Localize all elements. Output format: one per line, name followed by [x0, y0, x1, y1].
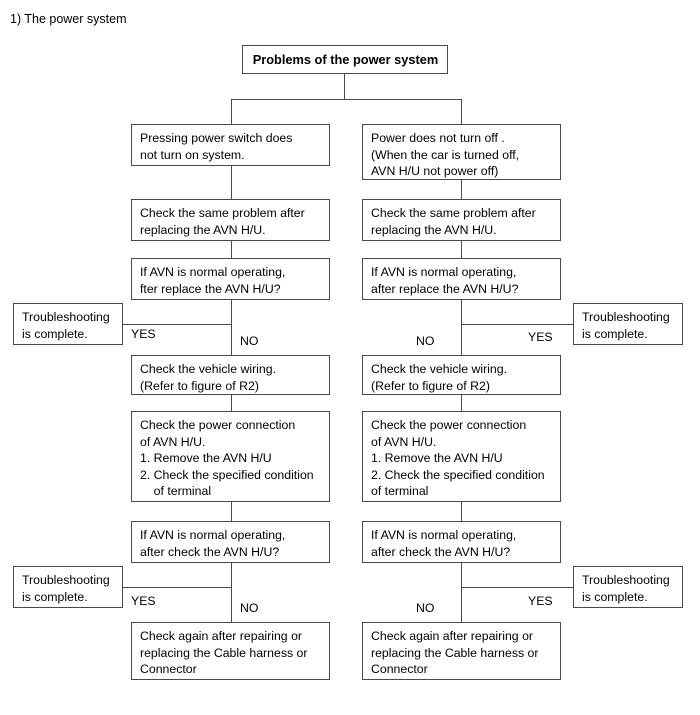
- left-node-decision-after-replace: If AVN is normal operating, fter replace…: [131, 258, 330, 300]
- connector-title-stem: [344, 74, 345, 99]
- right-node-troubleshooting-complete-1: Troubleshooting is complete.: [573, 303, 683, 345]
- connector-split-right-drop: [461, 99, 462, 124]
- left-node-check-same-problem: Check the same problem after replacing t…: [131, 199, 330, 241]
- right-connector-replace-to-decision: [461, 241, 462, 258]
- left-node-symptom: Pressing power switch does not turn on s…: [131, 124, 330, 166]
- right-connector-decision2-no: [461, 563, 462, 622]
- page-heading: 1) The power system: [10, 12, 127, 26]
- right-node-check-vehicle-wiring: Check the vehicle wiring. (Refer to figu…: [362, 355, 561, 395]
- left-node-check-power-connection: Check the power connection of AVN H/U. 1…: [131, 411, 330, 502]
- right-connector-decision2-yes: [461, 587, 573, 588]
- right-edge-label-no-1: NO: [416, 334, 435, 348]
- right-node-check-power-connection: Check the power connection of AVN H/U. 1…: [362, 411, 561, 502]
- right-connector-decision1-no: [461, 300, 462, 355]
- left-connector-replace-to-decision: [231, 241, 232, 258]
- left-connector-decision1-yes: [123, 324, 232, 325]
- right-connector-wiring-to-power: [461, 395, 462, 411]
- left-node-check-again-after-repairing: Check again after repairing or replacing…: [131, 622, 330, 680]
- left-connector-symptom-to-replace: [231, 166, 232, 199]
- left-node-check-vehicle-wiring: Check the vehicle wiring. (Refer to figu…: [131, 355, 330, 395]
- right-node-decision-after-check: If AVN is normal operating, after check …: [362, 521, 561, 563]
- left-node-troubleshooting-complete-2: Troubleshooting is complete.: [13, 566, 123, 608]
- connector-split-left-drop: [231, 99, 232, 124]
- right-node-check-again-after-repairing: Check again after repairing or replacing…: [362, 622, 561, 680]
- left-connector-power-to-decision2: [231, 502, 232, 521]
- left-connector-decision2-no: [231, 563, 232, 622]
- left-connector-decision1-no: [231, 300, 232, 355]
- right-node-check-same-problem: Check the same problem after replacing t…: [362, 199, 561, 241]
- right-node-symptom: Power does not turn off . (When the car …: [362, 124, 561, 180]
- connector-split-bar: [231, 99, 462, 100]
- left-node-troubleshooting-complete-1: Troubleshooting is complete.: [13, 303, 123, 345]
- left-connector-wiring-to-power: [231, 395, 232, 411]
- right-edge-label-yes-2: YES: [528, 594, 553, 608]
- right-connector-power-to-decision2: [461, 502, 462, 521]
- right-edge-label-yes-1: YES: [528, 330, 553, 344]
- right-connector-symptom-to-replace: [461, 180, 462, 199]
- left-connector-decision2-yes: [123, 587, 232, 588]
- left-node-decision-after-check: If AVN is normal operating, after check …: [131, 521, 330, 563]
- right-connector-decision1-yes: [461, 324, 573, 325]
- left-edge-label-no-1: NO: [240, 334, 259, 348]
- right-node-troubleshooting-complete-2: Troubleshooting is complete.: [573, 566, 683, 608]
- left-edge-label-yes-2: YES: [131, 594, 156, 608]
- left-edge-label-yes-1: YES: [131, 327, 156, 341]
- left-edge-label-no-2: NO: [240, 601, 259, 615]
- right-node-decision-after-replace: If AVN is normal operating, after replac…: [362, 258, 561, 300]
- right-edge-label-no-2: NO: [416, 601, 435, 615]
- node-problems-of-the-power-system: Problems of the power system: [242, 45, 448, 74]
